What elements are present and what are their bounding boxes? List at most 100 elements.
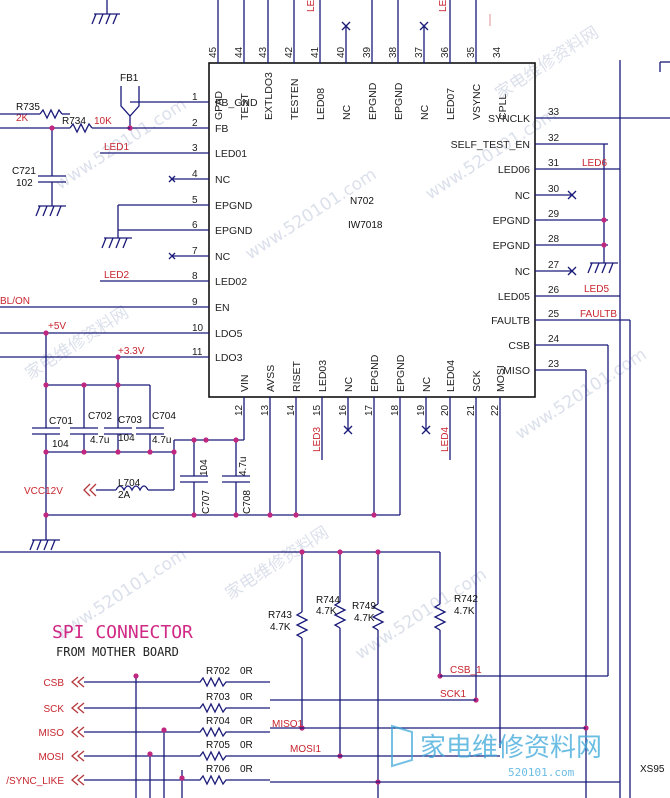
c702-ref: C702 [88, 411, 112, 422]
pin-number: 42 [284, 46, 295, 58]
pin-name: LDO3 [215, 352, 243, 364]
c708-ref: C708 [242, 490, 253, 514]
net-led1: LED1 [104, 142, 129, 153]
pin-name: TEST [239, 93, 251, 120]
pin-name: FAULTB [491, 315, 530, 327]
pin-number: 7 [192, 246, 198, 257]
pin-name: CSB [508, 340, 530, 352]
pin-number: 36 [440, 46, 451, 58]
pin-name: EPGND [369, 354, 381, 392]
bottom-pin-labels: 12VIN13AVSS14RISET15LED0316NC17EPGND18EP… [234, 354, 507, 416]
r734-ref: R734 [62, 116, 86, 127]
pin-name: NC [515, 266, 531, 278]
pin-name: EXTLDO3 [263, 72, 275, 120]
pin-name: LED08 [315, 88, 327, 120]
r742-val: 4.7K [454, 606, 475, 617]
pin-number: 28 [548, 234, 560, 245]
pin-number: 5 [192, 195, 198, 206]
spi-connector-subtitle: FROM MOTHER BOARD [56, 645, 179, 659]
series-resistor [84, 702, 270, 714]
net-led7: LED7 [438, 0, 449, 12]
pin-number: 44 [234, 46, 245, 58]
pin-number: 10 [192, 323, 204, 334]
pin-number: 24 [548, 334, 560, 345]
pin-number: 26 [548, 285, 560, 296]
r735-wire [0, 108, 130, 217]
connector-signal-label: CSB [43, 678, 64, 689]
junction [49, 125, 55, 131]
pin-number: 34 [492, 46, 503, 58]
pin-number: 23 [548, 359, 560, 370]
right-signal-wires [585, 60, 670, 798]
net-5v: +5V [48, 321, 66, 332]
pin-number: 45 [208, 46, 219, 58]
pin-number: 8 [192, 271, 198, 282]
junctions-power [43, 330, 377, 518]
pin-number: 14 [286, 404, 297, 416]
pin-name: GPAD [213, 91, 225, 120]
pin-number: 2 [192, 118, 198, 129]
net-sck1: SCK1 [440, 689, 467, 700]
resistor-ref: R705 [206, 740, 230, 751]
pin-name: NC [421, 376, 433, 392]
c704-val: 4.7u [152, 435, 171, 446]
connector-signal-label: MISO [38, 728, 64, 739]
top-pin-stubs [217, 0, 477, 63]
c708-val: 4.7u [238, 457, 249, 476]
pin-number: 16 [338, 404, 349, 416]
nc-marks-left [168, 175, 176, 260]
junction [601, 242, 607, 248]
connector-arrow [70, 774, 85, 786]
pin-number: 38 [388, 46, 399, 58]
pin-number: 4 [192, 169, 198, 180]
pin-number: 31 [548, 158, 560, 169]
resistor-val: 0R [240, 716, 253, 727]
net-led8: LED8 [306, 0, 317, 12]
watermark-text: 家电维修资料网 [222, 523, 333, 605]
connector-signal-label: MOSI [38, 752, 64, 763]
r743-val: 4.7K [270, 622, 291, 633]
pin-name: LED05 [498, 291, 530, 303]
r743-ref: R743 [268, 610, 292, 621]
pin-number: 13 [260, 404, 271, 416]
r749-ref: R749 [352, 601, 376, 612]
pin-number: 32 [548, 133, 560, 144]
pin-name: SCK [471, 370, 483, 392]
connector-bus-wires [135, 675, 620, 798]
connector-signal-label: SCK [43, 704, 64, 715]
r735-ref: R735 [16, 102, 40, 113]
c707-ref: C707 [201, 490, 212, 514]
pin-name: NC [343, 376, 355, 392]
pin-number: 39 [362, 46, 373, 58]
pin-name: SYNCLK [488, 113, 530, 125]
c701-ref: C701 [49, 416, 73, 427]
resistor-val: 0R [240, 666, 253, 677]
net-mosi1: MOSI1 [290, 744, 322, 755]
c703-ref: C703 [118, 415, 142, 426]
net-led3: LED3 [312, 427, 323, 452]
net-bl-on: BL/ON [0, 296, 30, 307]
connector-arrow [70, 676, 85, 688]
resistor-ref: R706 [206, 764, 230, 775]
pin-name: LED02 [215, 276, 247, 288]
ic-ref: N702 [350, 196, 374, 207]
c707-val: 104 [199, 459, 210, 476]
net-csb1: CSB_1 [450, 665, 482, 676]
resistor-val: 0R [240, 692, 253, 703]
pin-name: LDO5 [215, 328, 243, 340]
net-3v3: +3.3V [118, 346, 145, 357]
pin-number: 1 [192, 92, 198, 103]
c701-val: 104 [52, 439, 69, 450]
pin-number: 25 [548, 309, 560, 320]
connector-arrow [70, 702, 85, 714]
pin-number: 40 [336, 46, 347, 58]
connector-arrow [70, 726, 85, 738]
resistor-val: 0R [240, 764, 253, 775]
r734-val: 10K [94, 116, 112, 127]
r744-ref: R744 [316, 595, 340, 606]
series-resistor [84, 676, 270, 688]
c703-val: 104 [118, 433, 135, 444]
watermark-text: 家电维修资料网 [22, 303, 133, 385]
